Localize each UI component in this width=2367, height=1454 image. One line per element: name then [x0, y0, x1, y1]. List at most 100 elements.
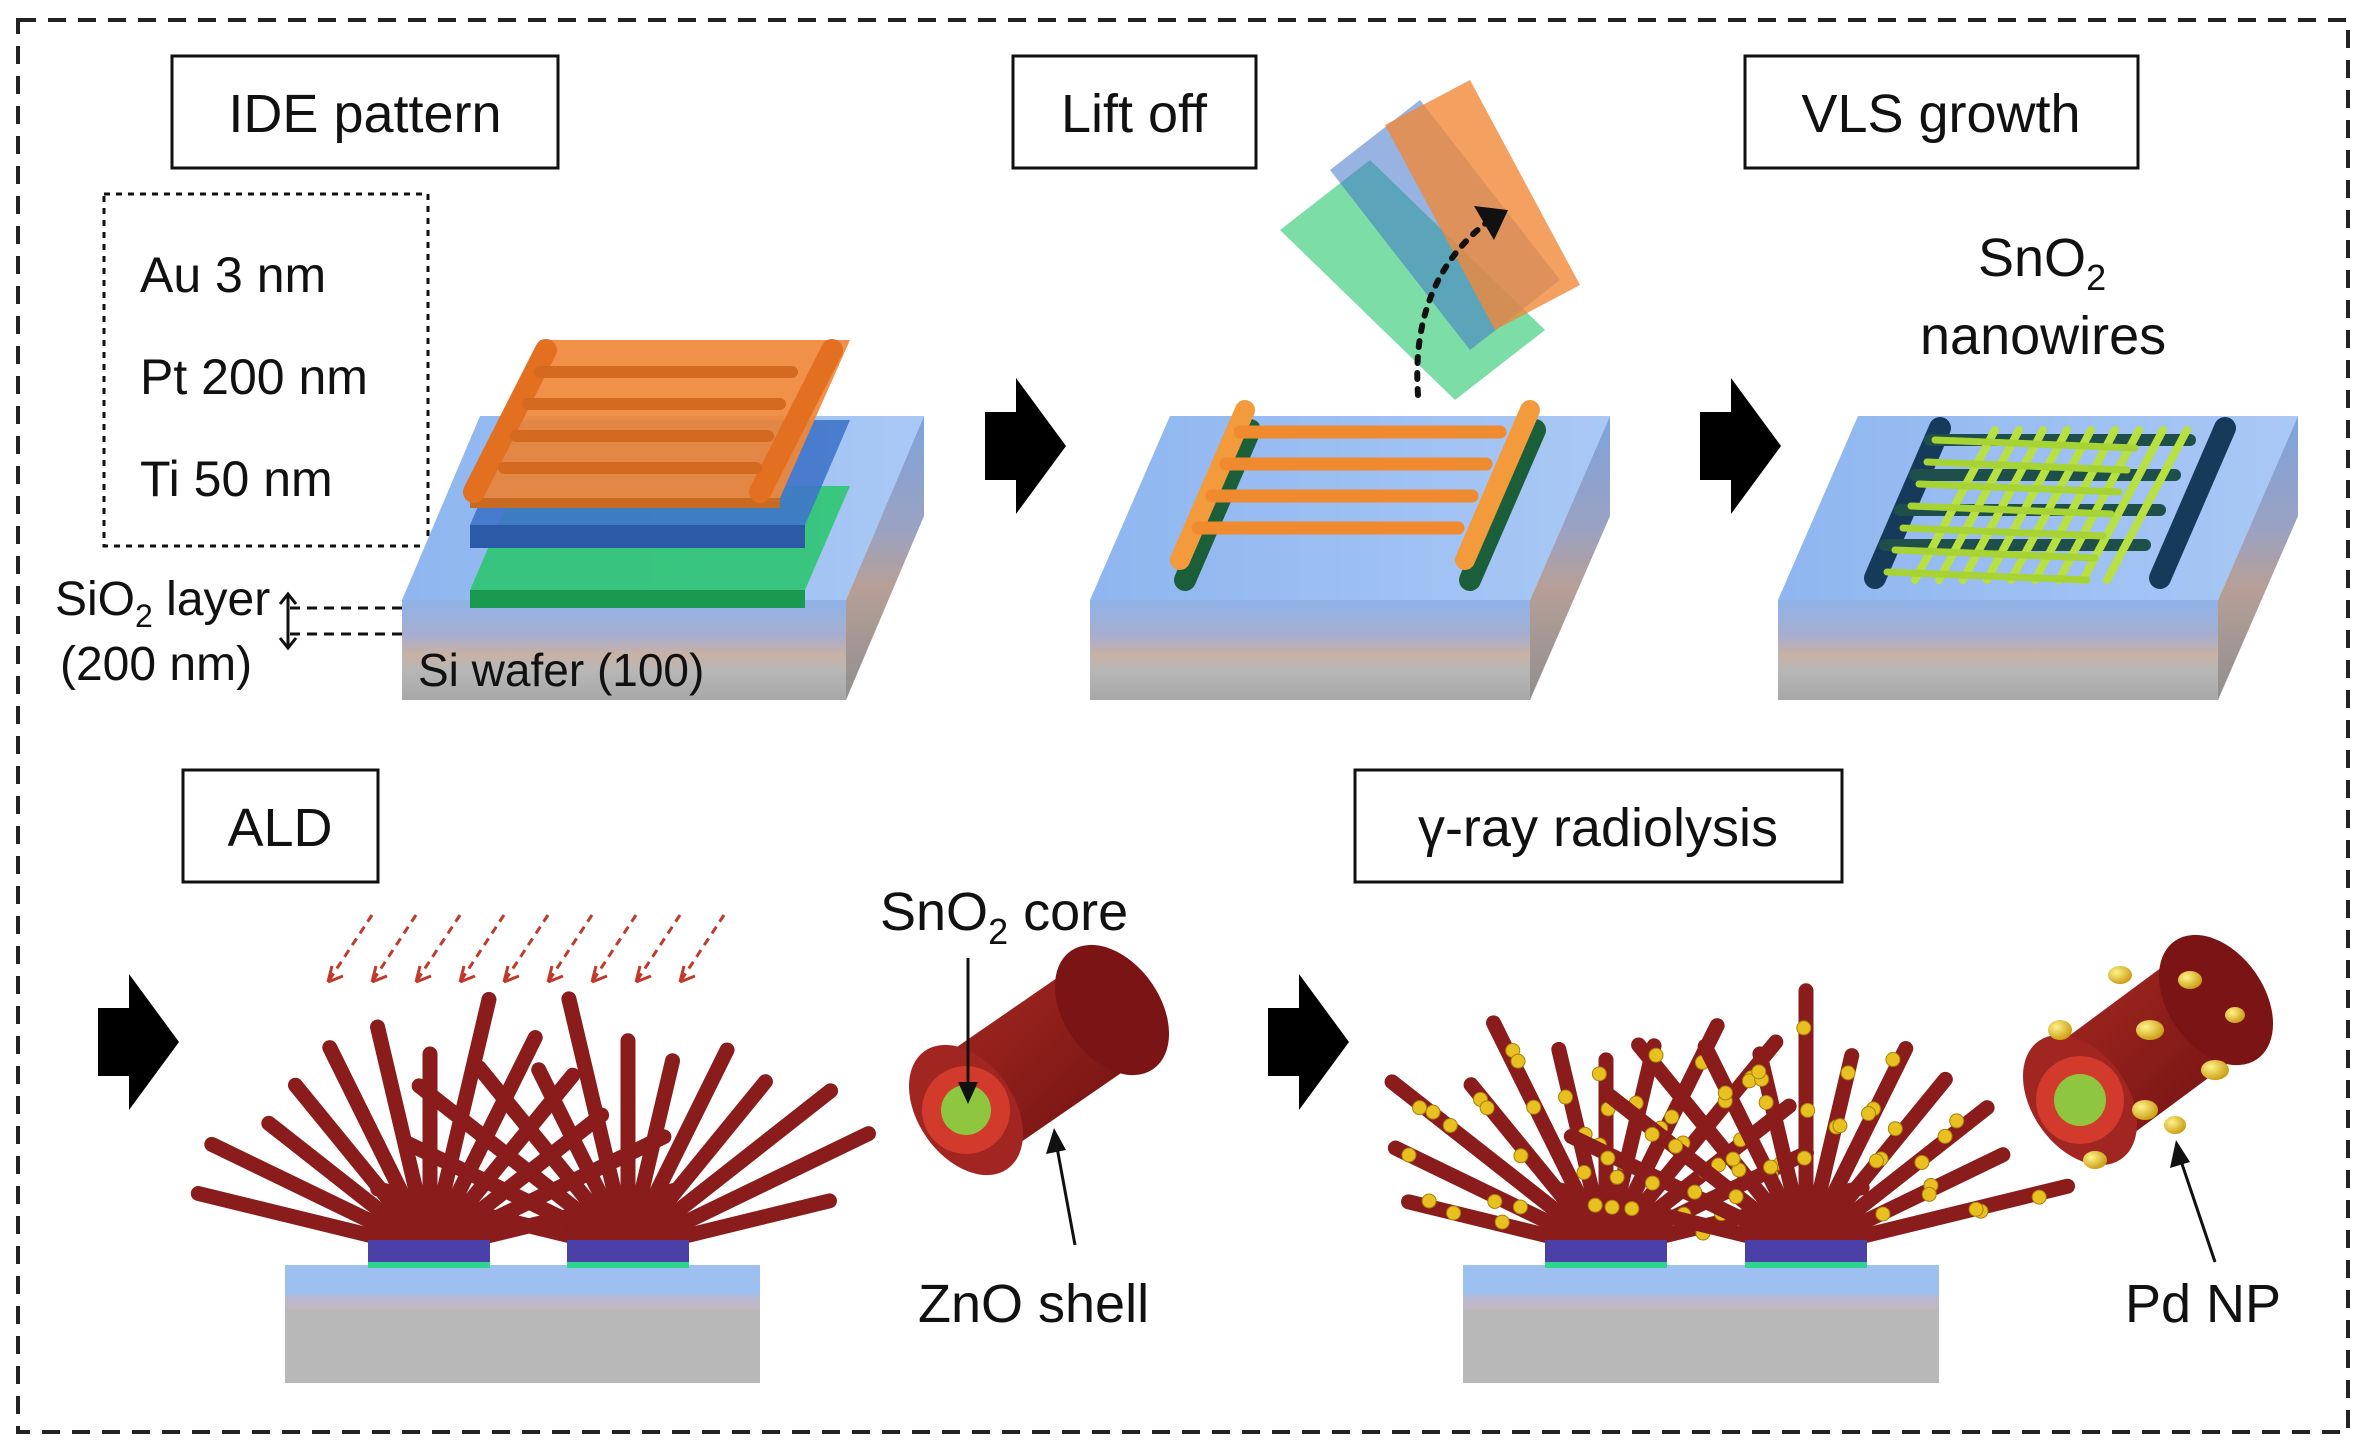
step-title-radiolysis: γ-ray radiolysis — [1418, 798, 1778, 858]
pd-nanoparticle — [1421, 1193, 1437, 1209]
shell-pointer — [1054, 1141, 1077, 1246]
pd-nanoparticle — [1479, 1100, 1495, 1116]
precursor-arrowhead — [634, 965, 652, 984]
nanowire — [1463, 1077, 1614, 1258]
nanowire — [401, 1136, 636, 1258]
ald-electrodes — [368, 1240, 689, 1268]
pd-decorated-nanowire: Pd NP — [2022, 934, 2281, 1334]
sno2-wire — [1923, 458, 2131, 474]
sno2-wire — [2103, 426, 2191, 584]
nanowire — [411, 1078, 636, 1258]
pd-pointer — [2178, 1157, 2217, 1263]
liftoff-dotted-arrow — [1414, 217, 1493, 398]
nanowire — [1697, 1038, 1814, 1258]
nanowire — [1598, 1098, 1797, 1258]
svg-text:SnO2: SnO2 — [1978, 228, 2106, 298]
process-arrow-4 — [1268, 974, 1349, 1110]
nanowire — [1798, 1048, 1860, 1258]
shell-label: ZnO shell — [918, 1274, 1149, 1334]
substrate-radiolysis — [1463, 1265, 1939, 1383]
radiolysis-nanowire-bundles — [1384, 983, 2076, 1258]
pd-nanoparticle — [1832, 1118, 1848, 1134]
pd-nanoparticle — [1668, 1138, 1684, 1154]
nanowire — [1631, 1037, 1814, 1258]
precursor-arrowhead — [678, 965, 696, 984]
sno2-wire — [1915, 480, 2123, 496]
pd-nanoparticle — [1487, 1193, 1503, 1209]
nanowire — [620, 1083, 839, 1258]
pd-nanoparticle — [1860, 1106, 1876, 1122]
step-title-ide: IDE pattern — [228, 84, 501, 144]
vls-label-line2: nanowires — [1920, 306, 2166, 366]
precursor-arrow — [590, 914, 638, 983]
sio2-thickness: (200 nm) — [60, 638, 252, 691]
nanowire — [561, 991, 636, 1258]
pd-nanoparticle — [2031, 1189, 2047, 1205]
pd-nanoparticle — [1644, 1175, 1660, 1191]
sno2-wire — [1899, 524, 2107, 540]
nanowire — [531, 1062, 636, 1258]
process-arrow-3 — [98, 974, 179, 1110]
step-box-ald: ALD — [181, 768, 380, 884]
sno2-wire — [1931, 436, 2139, 452]
nanowire — [1798, 1178, 2076, 1258]
pd-nanoparticle — [1591, 1066, 1607, 1082]
precursor-arrowhead — [326, 965, 344, 984]
core-shell-nanowire: SnO2 core ZnO shell — [880, 882, 1170, 1334]
precursor-arrowhead — [590, 965, 608, 984]
layer-legend: Au 3 nm Pt 200 nm Ti 50 nm — [102, 192, 430, 548]
outer-frame — [16, 18, 2350, 1434]
nanowire — [1798, 1147, 2011, 1258]
precursor-arrow — [502, 914, 550, 983]
pd-nanoparticle — [1751, 1064, 1767, 1080]
pd-nanoparticle — [1609, 1169, 1625, 1185]
si-wafer-label: Si wafer (100) — [418, 644, 704, 696]
process-arrow-1 — [985, 378, 1066, 514]
precursor-arrowhead — [458, 965, 476, 984]
nanowire — [370, 1181, 636, 1258]
step-box-liftoff: Lift off — [1011, 54, 1258, 170]
precursor-arrow — [326, 914, 374, 983]
nanowire — [620, 1074, 773, 1258]
layer-pt: Pt 200 nm — [140, 349, 368, 405]
nanowire — [1798, 1100, 1995, 1258]
step-box-ide: IDE pattern — [170, 54, 560, 170]
pd-nanoparticle — [1494, 1214, 1510, 1230]
layer-au: Au 3 nm — [140, 247, 326, 303]
pd-nanoparticle — [1512, 1199, 1528, 1215]
pd-nanoparticle — [1604, 1199, 1620, 1215]
pd-nanoparticle — [1687, 1184, 1703, 1200]
precursor-arrowhead — [546, 965, 564, 984]
pd-nanoparticle — [1728, 1189, 1744, 1205]
nanowire — [620, 1042, 735, 1258]
nanowire — [204, 1136, 438, 1258]
pd-nanoparticle — [1558, 1089, 1574, 1105]
step-title-ald: ALD — [227, 798, 332, 858]
pd-nanoparticle — [1717, 1085, 1733, 1101]
precursor-arrow — [546, 914, 594, 983]
nanowire — [1752, 1046, 1814, 1258]
precursor-arrowhead — [414, 965, 432, 984]
nanowire — [1798, 1041, 1914, 1258]
nanowire — [620, 1126, 876, 1258]
step-title-liftoff: Lift off — [1061, 84, 1208, 144]
nanowire — [322, 1040, 438, 1258]
svg-text:SnO2 core: SnO2 core — [880, 882, 1128, 952]
pd-nanoparticle — [1868, 1153, 1884, 1169]
precursor-arrow — [414, 914, 462, 983]
nanowire — [471, 1060, 636, 1258]
pd-nanoparticle — [1513, 1148, 1529, 1164]
pd-nanoparticle — [1885, 1052, 1901, 1068]
nanowire — [1598, 1038, 1662, 1258]
process-arrow-2 — [1700, 378, 1781, 514]
ide-electrodes-liftoff — [1170, 400, 1546, 591]
ald-precursor-arrows — [326, 914, 726, 984]
pd-nanoparticle — [1600, 1150, 1616, 1166]
pd-label: Pd NP — [2125, 1274, 2281, 1334]
ald-nanowire-bundles — [190, 991, 876, 1258]
pd-nanoparticle — [1401, 1147, 1417, 1163]
pd-nanoparticle — [1968, 1201, 1984, 1217]
precursor-arrowhead — [370, 965, 388, 984]
step-title-vls: VLS growth — [1801, 84, 2080, 144]
